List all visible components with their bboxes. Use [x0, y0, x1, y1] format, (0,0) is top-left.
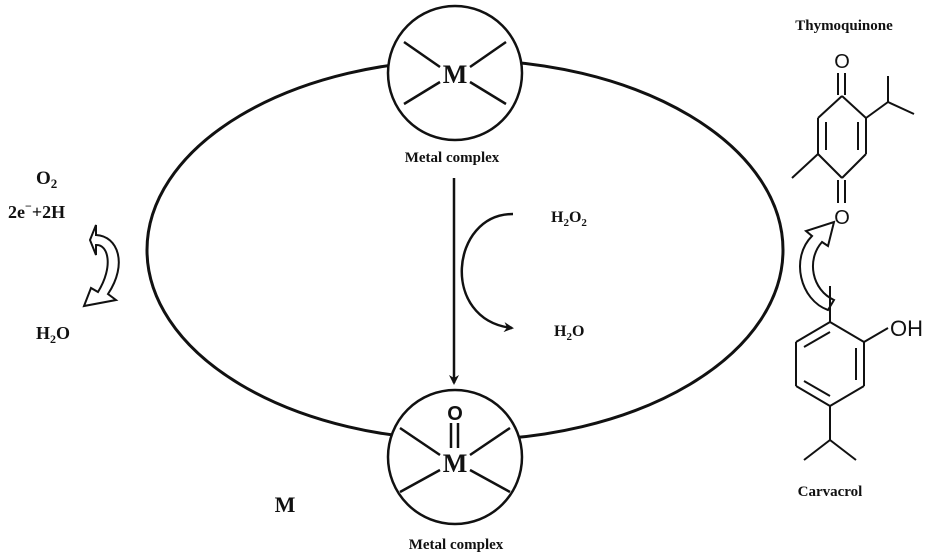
metal-complex-bottom-label: Metal complex [409, 537, 504, 553]
h2o-left-label: H2O [36, 323, 70, 346]
thymoquinone-structure [791, 73, 915, 203]
metal-complex-top-label: Metal complex [405, 150, 500, 166]
o2-label: O2 [36, 168, 57, 191]
electrons-protons-label: 2e−+2H [8, 199, 65, 222]
metal-symbol-top: M [443, 60, 468, 89]
thymoquinone-bottom-oxygen: O [834, 207, 850, 229]
peroxide-curved-arrow [460, 212, 514, 333]
thymoquinone-label: Thymoquinone [795, 18, 893, 34]
carvacrol-hydroxyl: OH [890, 316, 923, 341]
metal-oxo-complex-bottom: O M [386, 388, 524, 526]
metal-complex-top: M [386, 4, 524, 142]
oxo-symbol: O [447, 403, 463, 425]
left-hollow-curved-arrow [82, 224, 120, 308]
right-hollow-curved-arrow [799, 220, 836, 312]
thymoquinone-top-oxygen: O [834, 51, 850, 73]
carvacrol-label: Carvacrol [798, 484, 863, 500]
h2o-center-label: H2O [554, 323, 584, 343]
h2o2-label: H2O2 [551, 209, 587, 229]
metal-symbol-bottom: M [443, 449, 468, 478]
cycle-label: M [275, 492, 296, 517]
carvacrol-structure [795, 286, 889, 461]
